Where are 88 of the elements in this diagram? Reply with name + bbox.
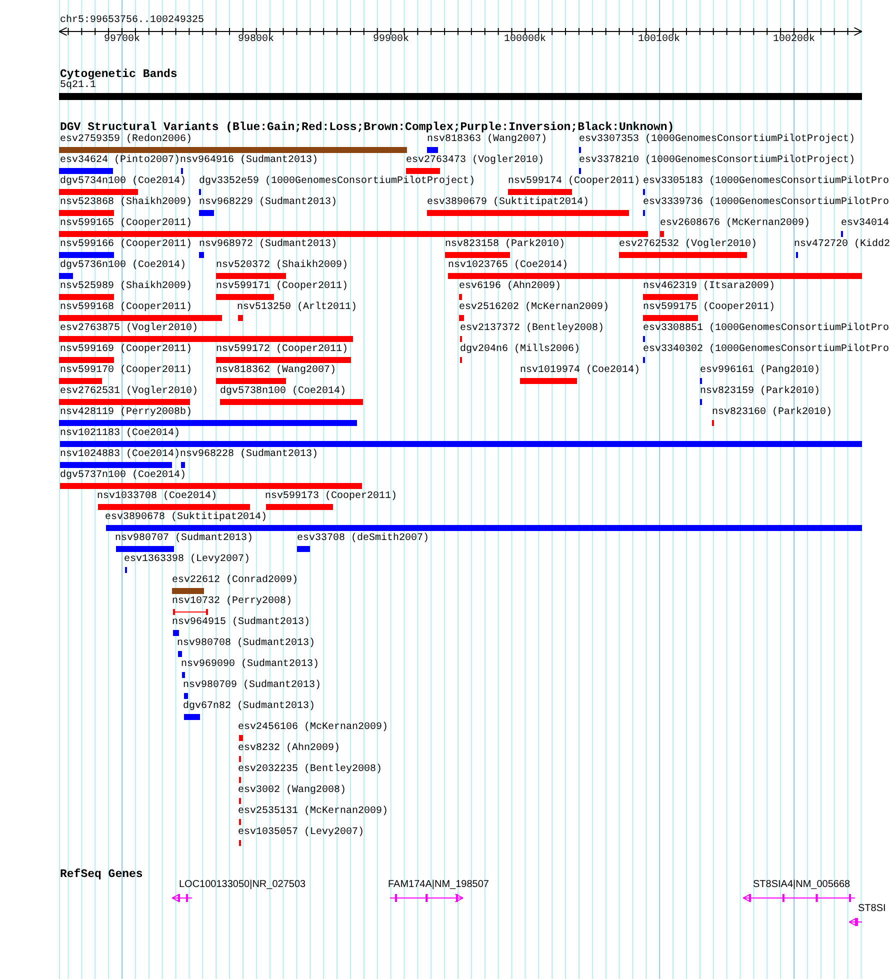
variant-label: esv33708 (deSmith2007) bbox=[297, 533, 430, 545]
variant-label: esv2137372 (Bentley2008) bbox=[460, 323, 604, 335]
gene-label: FAM174A|NM_198507 bbox=[388, 879, 489, 891]
variant-label: dgv204n6 (Mills2006) bbox=[460, 344, 580, 356]
variant-label: nsv513250 (Arlt2011) bbox=[237, 302, 358, 314]
variant-label: nsv599175 (Cooper2011) bbox=[643, 302, 776, 314]
variant-label: nsv599165 (Cooper2011) bbox=[60, 218, 192, 230]
variant-label: nsv980707 (Sudmant2013) bbox=[115, 533, 254, 545]
variant-label: nsv520372 (Shaikh2009) bbox=[216, 260, 348, 272]
variant-label: nsv599173 (Cooper2011) bbox=[265, 491, 398, 503]
variant-label: esv2762531 (Vogler2010) bbox=[60, 386, 198, 398]
variant-label: esv1035057 (Levy2007) bbox=[238, 827, 364, 839]
variant-label: esv3378210 (1000GenomesConsortiumPilotProject) bbox=[579, 155, 856, 167]
variant-label: dgv3352e59 (1000GenomesConsortiumPilotProject) bbox=[199, 176, 476, 188]
variant-label: nsv599168 (Cooper2011) bbox=[60, 302, 192, 314]
variant-label: esv2759359 (Redon2006) bbox=[60, 134, 192, 146]
variant-label: esv2763875 (Vogler2010) bbox=[60, 323, 198, 335]
variant-label: esv996161 (Pang2010) bbox=[700, 365, 820, 377]
variant-label: esv3002 (Wang2008) bbox=[238, 785, 346, 797]
variant-label: nsv823160 (Park2010) bbox=[712, 407, 832, 419]
variant-label: nsv1019974 (Coe2014) bbox=[520, 365, 640, 377]
variant-label: esv34014 bbox=[841, 218, 890, 230]
variant-label: esv2762532 (Vogler2010) bbox=[619, 239, 758, 251]
variant-label: esv2456106 (McKernan2009) bbox=[238, 722, 388, 734]
variant-label: nsv1021183 (Coe2014) bbox=[60, 428, 180, 440]
variant-label: nsv599171 (Cooper2011) bbox=[216, 281, 348, 293]
coordinate-label: chr5:99653756..100249325 bbox=[60, 15, 204, 27]
variant-label: dgv5734n100 (Coe2014) bbox=[60, 176, 186, 188]
variant-label: esv34624 (Pinto2007) bbox=[60, 155, 180, 167]
variant-label: dgv5738n100 (Coe2014) bbox=[220, 386, 346, 398]
tick-label: 99800k bbox=[238, 34, 274, 46]
variant-label: esv3890678 (Suktitipat2014) bbox=[105, 512, 268, 524]
tick-label: 100000k bbox=[504, 34, 546, 46]
track-heading: RefSeq Genes bbox=[60, 868, 143, 881]
variant-label: esv3890679 (Suktitipat2014) bbox=[427, 197, 590, 209]
gene-label: ST8SIA4|NM_005668 bbox=[753, 879, 850, 891]
variant-label: nsv823158 (Park2010) bbox=[445, 239, 566, 251]
variant-label: nsv599169 (Cooper2011) bbox=[60, 344, 192, 356]
variant-label: dgv67n82 (Sudmant2013) bbox=[183, 701, 316, 713]
variant-label: nsv599170 (Cooper2011) bbox=[60, 365, 192, 377]
tick-label: 99900k bbox=[373, 34, 409, 46]
variant-label: nsv10732 (Perry2008) bbox=[172, 596, 292, 608]
variant-label: esv3308851 (1000GenomesConsortiumPilotPro bbox=[643, 323, 890, 335]
variant-label: esv2516202 (McKernan2009) bbox=[459, 302, 610, 314]
variant-label: nsv969090 (Sudmant2013) bbox=[181, 659, 320, 671]
variant-label: nsv599166 (Cooper2011) bbox=[60, 239, 192, 251]
variant-label: esv1363398 (Levy2007) bbox=[124, 554, 250, 566]
variant-label: nsv599172 (Cooper2011) bbox=[216, 344, 348, 356]
variant-label: nsv980709 (Sudmant2013) bbox=[183, 680, 322, 692]
variant-label: nsv472720 (Kidd2 bbox=[794, 239, 890, 251]
variant-label: esv2535131 (McKernan2009) bbox=[238, 806, 388, 818]
variant-label: dgv5737n100 (Coe2014) bbox=[60, 470, 186, 482]
variant-label: esv8232 (Ahn2009) bbox=[238, 743, 340, 755]
variant-label: nsv968972 (Sudmant2013) bbox=[199, 239, 338, 251]
variant-label: nsv523868 (Shaikh2009) bbox=[60, 197, 192, 209]
variant-label: nsv964916 (Sudmant2013) bbox=[180, 155, 318, 167]
variant-label: nsv968229 (Sudmant2013) bbox=[199, 197, 338, 209]
variant-label: esv2763473 (Vogler2010) bbox=[406, 155, 544, 167]
variant-label: nsv599174 (Cooper2011) bbox=[508, 176, 640, 188]
variant-label: esv6196 (Ahn2009) bbox=[459, 281, 562, 293]
variant-label: nsv525989 (Shaikh2009) bbox=[60, 281, 192, 293]
variant-label: nsv818362 (Wang2007) bbox=[216, 365, 336, 377]
variant-label: nsv968228 (Sudmant2013) bbox=[180, 449, 318, 461]
variant-label: dgv5736n100 (Coe2014) bbox=[60, 260, 186, 272]
variant-label: esv22612 (Conrad2009) bbox=[172, 575, 298, 587]
variant-label: nsv818363 (Wang2007) bbox=[427, 134, 548, 146]
variant-label: esv3339736 (1000GenomesConsortiumPilotPro bbox=[643, 197, 890, 209]
track-heading: Cytogenetic Bands bbox=[60, 68, 178, 81]
gene-label: ST8SI bbox=[858, 903, 886, 915]
variant-label: nsv1033708 (Coe2014) bbox=[97, 491, 218, 503]
band-label: 5q21.1 bbox=[60, 80, 96, 92]
variant-label: esv2032235 (Bentley2008) bbox=[238, 764, 382, 776]
variant-label: esv3307353 (1000GenomesConsortiumPilotProject) bbox=[579, 134, 856, 146]
variant-label: nsv964915 (Sudmant2013) bbox=[172, 617, 310, 629]
variant-label: nsv462319 (Itsara2009) bbox=[643, 281, 776, 293]
tick-label: 100100k bbox=[638, 34, 680, 46]
variant-label: esv2608676 (McKernan2009) bbox=[660, 218, 810, 230]
variant-label: nsv980708 (Sudmant2013) bbox=[177, 638, 316, 650]
track-heading: DGV Structural Variants (Blue:Gain;Red:Loss;Brown:Complex;Purple:Inversion;Black:Unknown) bbox=[60, 121, 674, 134]
variant-label: nsv823159 (Park2010) bbox=[700, 386, 820, 398]
variant-label: esv3305183 (1000GenomesConsortiumPilotPro bbox=[643, 176, 890, 188]
variant-label: esv3340302 (1000GenomesConsortiumPilotPro bbox=[643, 344, 890, 356]
variant-label: nsv428119 (Perry2008b) bbox=[60, 407, 192, 419]
tick-label: 99700k bbox=[104, 34, 140, 46]
tick-label: 100200k bbox=[773, 34, 815, 46]
variant-label: nsv1024883 (Coe2014) bbox=[60, 449, 180, 461]
gene-label: LOC100133050|NR_027503 bbox=[179, 879, 306, 891]
variant-label: nsv1023765 (Coe2014) bbox=[448, 260, 568, 272]
